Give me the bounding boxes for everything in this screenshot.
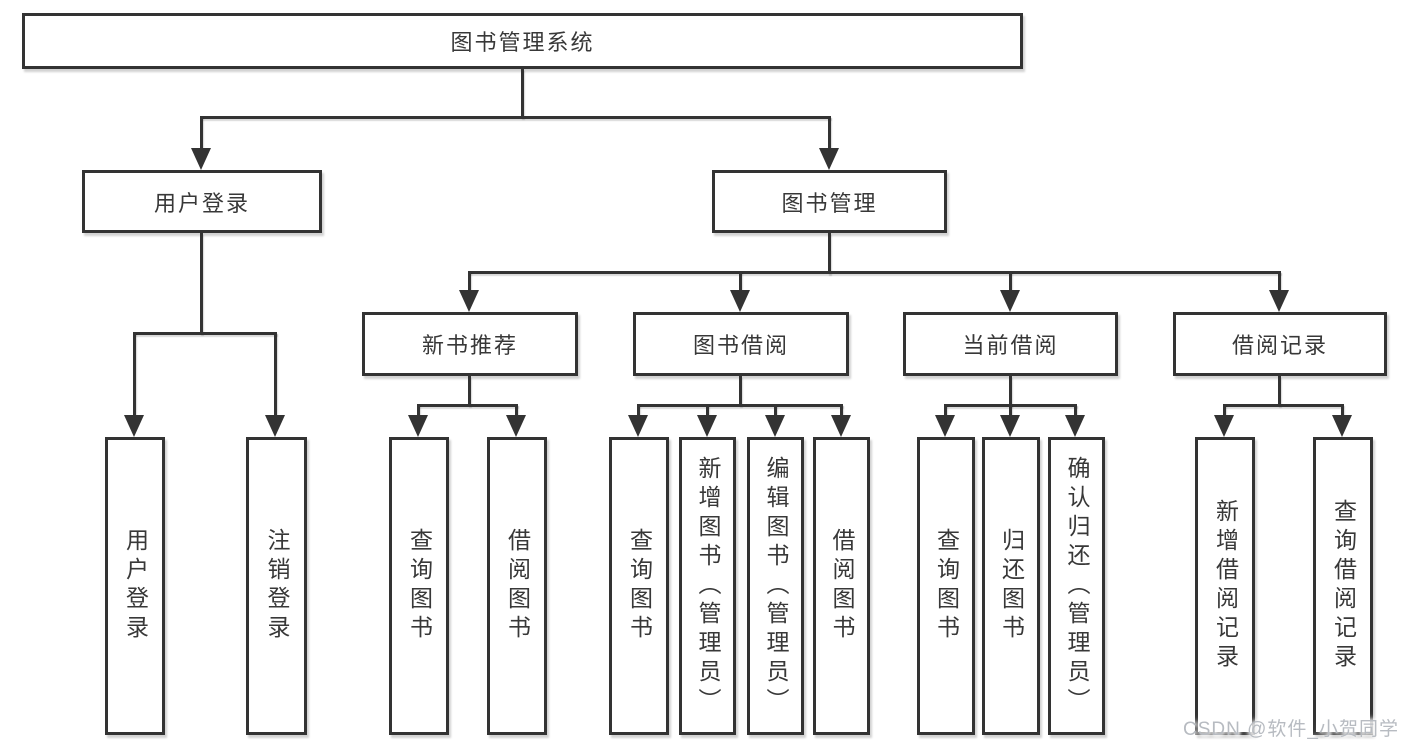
- leaf-return-book: 归还图书: [982, 437, 1040, 735]
- leaf-borrow-book-label: 借阅图书: [829, 528, 855, 644]
- arrow-down-icon: [1000, 290, 1020, 312]
- connector-line: [1074, 404, 1077, 420]
- connector-line: [200, 116, 203, 152]
- node-borrow-records-label: 借阅记录: [1231, 333, 1328, 358]
- arrow-down-icon: [1000, 415, 1020, 437]
- connector-line: [1009, 271, 1012, 293]
- connector-line: [637, 404, 843, 407]
- leaf-confirm-return-admin-label: 确认归还（管理员）: [1064, 455, 1090, 717]
- leaf-edit-book-admin: 编辑图书（管理员）: [747, 437, 804, 735]
- leaf-query-book-current: 查询图书: [917, 437, 975, 735]
- arrow-down-icon: [1269, 290, 1289, 312]
- leaf-query-book-recommend-label: 查询图书: [406, 528, 433, 644]
- arrow-down-icon: [628, 415, 648, 437]
- node-new-book-recommend-label: 新书推荐: [421, 333, 518, 358]
- connector-line: [133, 332, 277, 335]
- leaf-confirm-return-admin: 确认归还（管理员）: [1048, 437, 1105, 735]
- node-book-borrowing: 图书借阅: [633, 312, 849, 376]
- connector-line: [1341, 404, 1344, 420]
- connector-line: [1223, 404, 1343, 407]
- leaf-query-book-borrowing: 查询图书: [609, 437, 669, 735]
- leaf-user-login: 用户登录: [105, 437, 165, 735]
- connector-line: [739, 271, 742, 293]
- connector-line: [274, 332, 277, 420]
- arrow-down-icon: [819, 148, 839, 170]
- leaf-query-book-current-label: 查询图书: [933, 528, 960, 644]
- connector-line: [1223, 404, 1226, 420]
- node-book-management: 图书管理: [712, 170, 947, 233]
- node-user-login-label: 用户登录: [153, 190, 250, 216]
- leaf-borrow-book: 借阅图书: [813, 437, 870, 735]
- connector-line: [417, 404, 420, 420]
- csdn-watermark: CSDN @软件_小贺同学: [1183, 719, 1399, 740]
- connector-line: [774, 404, 777, 420]
- leaf-query-borrow-record: 查询借阅记录: [1313, 437, 1373, 735]
- connector-line: [828, 116, 831, 152]
- arrow-down-icon: [935, 415, 955, 437]
- node-root-label: 图书管理系统: [450, 30, 595, 55]
- connector-line: [739, 376, 742, 406]
- leaf-query-book-borrowing-label: 查询图书: [626, 528, 653, 644]
- arrow-down-icon: [1332, 415, 1352, 437]
- leaf-logout-label: 注销登录: [264, 528, 290, 644]
- connector-line: [133, 332, 136, 420]
- arrow-down-icon: [191, 148, 211, 170]
- leaf-edit-book-admin-label: 编辑图书（管理员）: [763, 455, 789, 717]
- leaf-borrow-book-recommend: 借阅图书: [487, 437, 547, 735]
- leaf-add-borrow-record: 新增借阅记录: [1195, 437, 1255, 735]
- connector-line: [1278, 271, 1281, 293]
- leaf-add-book-admin-label: 新增图书（管理员）: [695, 455, 721, 717]
- node-user-login: 用户登录: [82, 170, 322, 233]
- arrow-down-icon: [765, 415, 785, 437]
- leaf-query-book-recommend: 查询图书: [389, 437, 449, 735]
- connector-line: [521, 69, 524, 118]
- leaf-add-book-admin: 新增图书（管理员）: [679, 437, 736, 735]
- connector-line: [840, 404, 843, 420]
- connector-line: [200, 233, 203, 334]
- leaf-query-borrow-record-label: 查询借阅记录: [1330, 499, 1357, 673]
- arrow-down-icon: [1214, 415, 1234, 437]
- leaf-add-borrow-record-label: 新增借阅记录: [1212, 499, 1239, 673]
- connector-line: [944, 404, 947, 420]
- leaf-logout: 注销登录: [246, 437, 307, 735]
- arrow-down-icon: [459, 290, 479, 312]
- arrow-down-icon: [124, 415, 144, 437]
- arrow-down-icon: [408, 415, 428, 437]
- connector-line: [417, 404, 518, 407]
- arrow-down-icon: [730, 290, 750, 312]
- connector-line: [515, 404, 518, 420]
- connector-line: [706, 404, 709, 420]
- connector-line: [468, 376, 471, 406]
- node-book-management-label: 图书管理: [781, 190, 878, 216]
- connector-line: [200, 116, 831, 119]
- arrow-down-icon: [831, 415, 851, 437]
- node-new-book-recommend: 新书推荐: [362, 312, 578, 376]
- node-current-borrowing-label: 当前借阅: [962, 333, 1059, 358]
- connector-line: [1278, 376, 1281, 406]
- leaf-user-login-label: 用户登录: [122, 528, 149, 644]
- arrow-down-icon: [265, 415, 285, 437]
- connector-line: [828, 233, 831, 274]
- connector-line: [1009, 376, 1012, 406]
- leaf-return-book-label: 归还图书: [998, 528, 1025, 644]
- connector-line: [1009, 404, 1012, 420]
- node-borrow-records: 借阅记录: [1173, 312, 1387, 376]
- connector-line: [468, 271, 471, 293]
- node-book-borrowing-label: 图书借阅: [692, 333, 789, 358]
- arrow-down-icon: [697, 415, 717, 437]
- arrow-down-icon: [506, 415, 526, 437]
- node-root-system: 图书管理系统: [22, 13, 1023, 69]
- leaf-borrow-book-recommend-label: 借阅图书: [504, 528, 531, 644]
- connector-line: [637, 404, 640, 420]
- arrow-down-icon: [1065, 415, 1085, 437]
- node-current-borrowing: 当前借阅: [903, 312, 1118, 376]
- connector-line: [468, 271, 1281, 274]
